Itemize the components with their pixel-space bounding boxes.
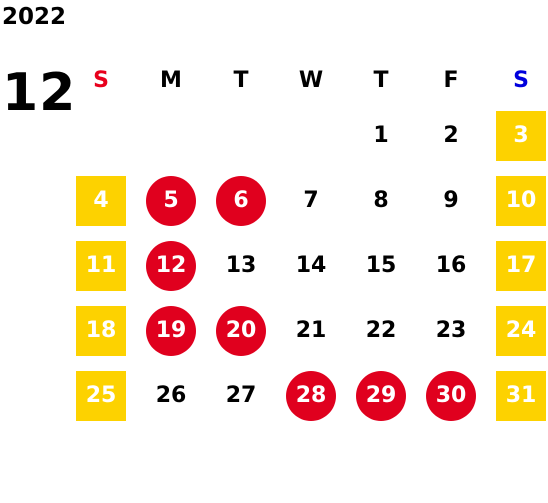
weekday-header-1: S: [93, 67, 109, 93]
day-number: 13: [225, 253, 257, 278]
holiday-day-badge: 12: [146, 240, 196, 291]
day-cell-11: 11: [66, 233, 136, 298]
holiday-day-badge: 5: [146, 175, 196, 226]
weekday-header-3: T: [233, 67, 249, 93]
day-number: 2: [443, 123, 459, 148]
day-cell-3: 3: [486, 103, 548, 168]
day-cell-7: 7: [276, 168, 346, 233]
day-cell-28: 28: [276, 363, 346, 428]
day-cell-16: 16: [416, 233, 486, 298]
day-number: 7: [303, 188, 319, 213]
holiday-day-badge: 30: [426, 370, 476, 421]
day-cell-6: 6: [206, 168, 276, 233]
day-cell-4: 4: [66, 168, 136, 233]
day-cell-25: 25: [66, 363, 136, 428]
day-cell-31: 31: [486, 363, 548, 428]
day-number: 16: [435, 253, 467, 278]
day-cell-19: 19: [136, 298, 206, 363]
weekend-day-badge: 24: [496, 305, 546, 356]
weekend-day-badge: 17: [496, 240, 546, 291]
day-cell-29: 29: [346, 363, 416, 428]
day-cell-27: 27: [206, 363, 276, 428]
day-cell-21: 21: [276, 298, 346, 363]
weekday-header-4: W: [298, 67, 324, 93]
day-cell-15: 15: [346, 233, 416, 298]
day-cell-24: 24: [486, 298, 548, 363]
weekday-header-7: S: [513, 67, 529, 93]
holiday-day-badge: 29: [356, 370, 406, 421]
empty-day-cell: [206, 103, 276, 168]
day-cell-9: 9: [416, 168, 486, 233]
day-cell-17: 17: [486, 233, 548, 298]
weekend-day-badge: 4: [76, 175, 126, 226]
day-number: 27: [225, 383, 257, 408]
empty-day-cell: [276, 103, 346, 168]
day-number: 22: [365, 318, 397, 343]
day-number: 8: [373, 188, 389, 213]
empty-day-cell: [66, 103, 136, 168]
day-cell-22: 22: [346, 298, 416, 363]
weekend-day-badge: 10: [496, 175, 546, 226]
day-cell-5: 5: [136, 168, 206, 233]
day-cell-14: 14: [276, 233, 346, 298]
holiday-day-badge: 28: [286, 370, 336, 421]
day-number: 9: [443, 188, 459, 213]
holiday-day-badge: 19: [146, 305, 196, 356]
weekend-day-badge: 18: [76, 305, 126, 356]
weekend-day-badge: 11: [76, 240, 126, 291]
day-cell-20: 20: [206, 298, 276, 363]
weekend-day-badge: 31: [496, 370, 546, 421]
weekday-header-5: T: [373, 67, 389, 93]
day-cell-13: 13: [206, 233, 276, 298]
day-number: 15: [365, 253, 397, 278]
empty-day-cell: [136, 103, 206, 168]
weekday-header-6: F: [443, 67, 459, 93]
day-number: 1: [373, 123, 389, 148]
day-cell-12: 12: [136, 233, 206, 298]
calendar-year: 2022: [2, 4, 67, 30]
day-number: 21: [295, 318, 327, 343]
day-number: 26: [155, 383, 187, 408]
weekend-day-badge: 3: [496, 110, 546, 161]
day-cell-26: 26: [136, 363, 206, 428]
weekend-day-badge: 25: [76, 370, 126, 421]
weekday-header-2: M: [160, 67, 182, 93]
day-cell-2: 2: [416, 103, 486, 168]
day-cell-30: 30: [416, 363, 486, 428]
day-number: 14: [295, 253, 327, 278]
day-cell-10: 10: [486, 168, 548, 233]
day-cell-8: 8: [346, 168, 416, 233]
day-number: 23: [435, 318, 467, 343]
holiday-day-badge: 20: [216, 305, 266, 356]
calendar-month: 12: [2, 63, 77, 123]
day-cell-1: 1: [346, 103, 416, 168]
holiday-day-badge: 6: [216, 175, 266, 226]
day-cell-18: 18: [66, 298, 136, 363]
day-cell-23: 23: [416, 298, 486, 363]
